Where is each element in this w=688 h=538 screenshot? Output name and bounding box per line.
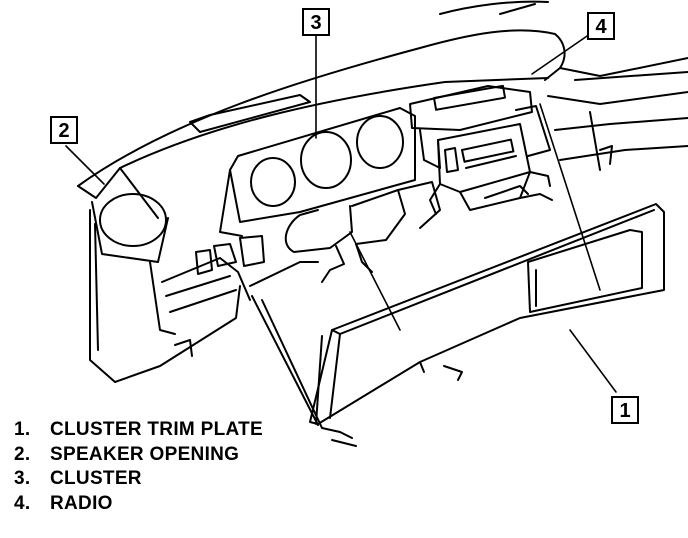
legend-item-cluster-trim-plate: 1. CLUSTER TRIM PLATE — [14, 418, 263, 443]
legend-label: RADIO — [50, 492, 113, 514]
cluster-openings — [219, 107, 441, 283]
legend-label: CLUSTER — [50, 468, 142, 489]
lower-dash-body — [89, 209, 357, 447]
legend-number: 2. — [14, 443, 31, 465]
legend-label: SPEAKER OPENING — [50, 443, 240, 465]
legend-label: CLUSTER TRIM PLATE — [50, 419, 263, 440]
legend-number: 1. — [14, 419, 31, 440]
legend-item-radio: 4. RADIO — [14, 492, 263, 517]
dashboard-pad — [77, 0, 688, 219]
legend-item-cluster: 3. CLUSTER — [14, 467, 263, 492]
leader-lines — [65, 33, 617, 393]
parts-legend: 1. CLUSTER TRIM PLATE 2. SPEAKER OPENING 3… — [14, 418, 263, 516]
speaker-opening — [91, 193, 169, 263]
callout-3: 3 — [302, 8, 330, 36]
callout-1-number: 1 — [619, 400, 630, 422]
callout-3-number: 3 — [310, 12, 321, 34]
callout-2: 2 — [50, 116, 78, 144]
callout-4-number: 4 — [595, 16, 607, 38]
legend-item-speaker-opening: 2. SPEAKER OPENING — [14, 443, 263, 468]
legend-number: 4. — [14, 492, 31, 514]
radio — [409, 84, 553, 215]
legend-number: 3. — [14, 468, 31, 489]
callout-1: 1 — [611, 396, 639, 424]
callout-4: 4 — [587, 12, 615, 40]
cluster-trim-plate — [309, 203, 665, 425]
callout-2-number: 2 — [58, 120, 69, 142]
